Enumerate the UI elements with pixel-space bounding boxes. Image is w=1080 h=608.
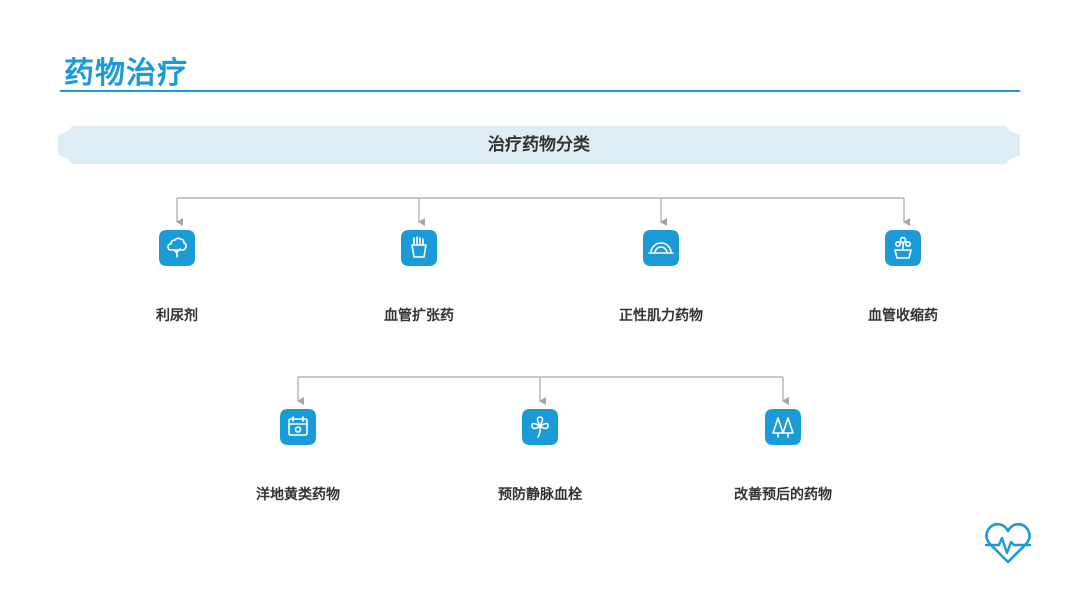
clover-icon xyxy=(522,409,558,445)
page-title: 药物治疗 xyxy=(64,56,188,91)
category-label: 正性肌力药物 xyxy=(619,308,703,324)
category-label: 利尿剂 xyxy=(156,308,198,324)
root-category-banner: 治疗药物分类 xyxy=(58,126,1020,164)
category-label: 血管扩张药 xyxy=(384,308,454,324)
plant-pot-icon xyxy=(885,230,921,266)
calendar-icon xyxy=(280,409,316,445)
category-label: 预防静脉血栓 xyxy=(498,487,582,503)
category-label: 洋地黄类药物 xyxy=(256,487,340,503)
connector-group-top xyxy=(176,197,910,226)
category-label: 血管收缩药 xyxy=(868,308,938,324)
root-category-label: 治疗药物分类 xyxy=(488,135,590,155)
connector-group-bottom xyxy=(297,376,789,405)
pine-trees-icon xyxy=(765,409,801,445)
tree-icon xyxy=(159,230,195,266)
rainbow-icon xyxy=(643,230,679,266)
category-label: 改善预后的药物 xyxy=(734,487,832,503)
title-divider xyxy=(60,90,1020,92)
heart-pulse-icon xyxy=(984,522,1032,564)
banner-shape xyxy=(58,126,1020,164)
fries-box-icon xyxy=(401,230,437,266)
